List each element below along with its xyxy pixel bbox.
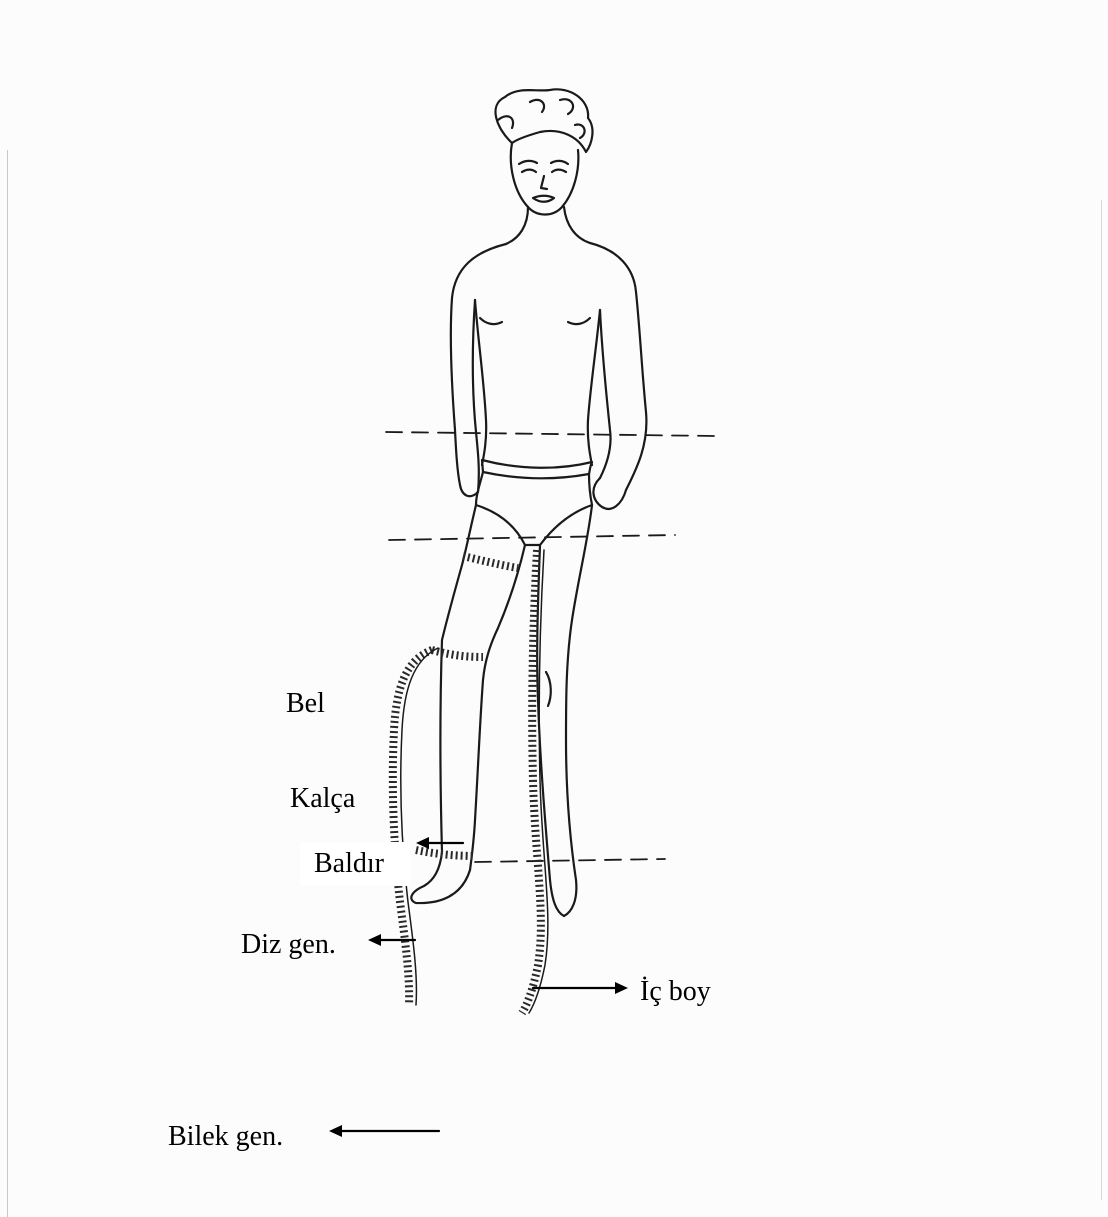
neck-left bbox=[506, 207, 528, 244]
label-bilek-gen: Bilek gen. bbox=[168, 1123, 283, 1151]
ankle-guide-line bbox=[475, 859, 665, 862]
torso-right bbox=[588, 310, 600, 465]
thigh-tape bbox=[463, 556, 518, 568]
hair bbox=[496, 89, 593, 152]
left-eye bbox=[522, 170, 536, 172]
bilek-arrowhead bbox=[329, 1125, 342, 1137]
label-ic-boy: İç boy bbox=[640, 978, 711, 1006]
hip-guide-line bbox=[389, 535, 675, 540]
right-inner-arm bbox=[600, 310, 611, 478]
tape-edges bbox=[401, 550, 548, 1013]
neck-right bbox=[564, 207, 590, 243]
right-leg-outer bbox=[564, 505, 592, 916]
nose bbox=[541, 176, 547, 189]
right-eye bbox=[552, 170, 566, 172]
left-brow bbox=[519, 161, 537, 164]
label-baldir: Baldır bbox=[314, 850, 384, 878]
right-shoulder-arm bbox=[590, 243, 646, 490]
waist-guide-line bbox=[386, 432, 716, 436]
label-diz-gen: Diz gen. bbox=[241, 931, 336, 959]
left-leg-inner bbox=[470, 545, 525, 870]
right-pec bbox=[568, 318, 590, 324]
label-bel: Bel bbox=[286, 690, 325, 718]
ic-boy-arrowhead bbox=[615, 982, 628, 994]
label-kalca: Kalça bbox=[290, 785, 355, 813]
underwear-brief bbox=[476, 472, 592, 545]
hair-curl-2 bbox=[530, 100, 544, 112]
dashed-guides bbox=[386, 432, 716, 862]
calf-tape bbox=[416, 850, 474, 856]
right-brow bbox=[551, 161, 568, 164]
knee-tape bbox=[432, 650, 483, 657]
underwear-waistband bbox=[482, 460, 592, 478]
hanging-tape bbox=[393, 650, 432, 1005]
mouth bbox=[533, 196, 554, 202]
measuring-tapes bbox=[393, 550, 541, 1013]
hair-curl-3 bbox=[560, 99, 573, 114]
left-pec bbox=[480, 318, 502, 324]
left-hand bbox=[460, 485, 478, 496]
left-leg-outer bbox=[441, 505, 477, 852]
right-hand bbox=[593, 478, 626, 509]
diz-arrowhead bbox=[368, 934, 381, 946]
right-knee bbox=[546, 672, 551, 706]
face-outline bbox=[511, 143, 579, 215]
hair-curl-4 bbox=[575, 125, 585, 138]
